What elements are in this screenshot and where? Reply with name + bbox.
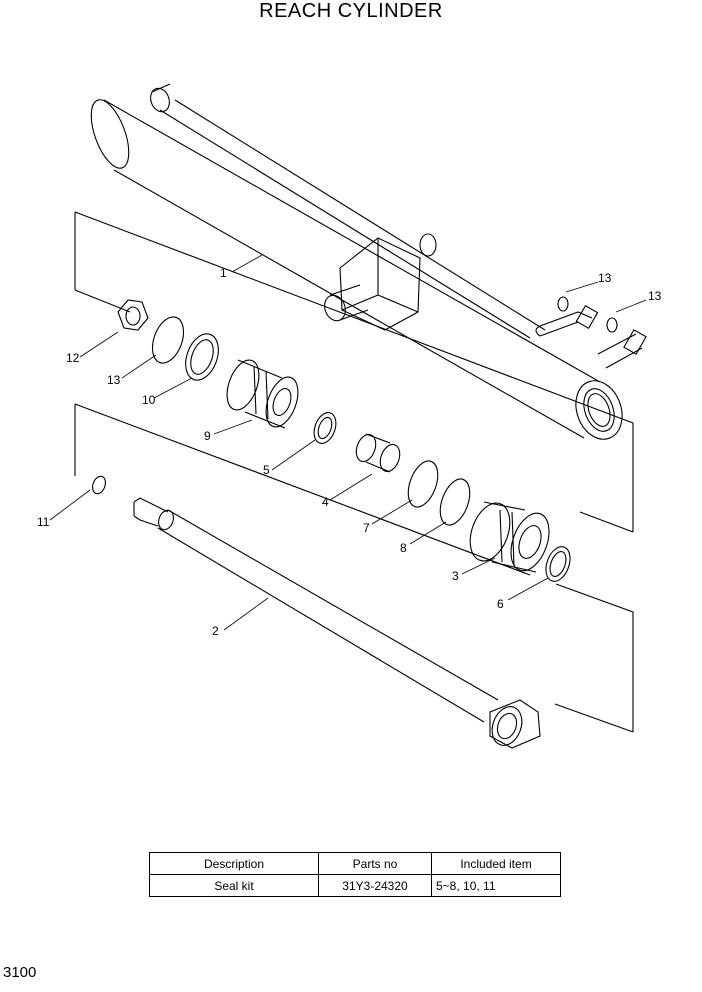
backup-ring-part-10: [185, 333, 219, 381]
bushing-part-4: [355, 433, 401, 473]
page-number: 3100: [3, 964, 37, 981]
header-parts-no: Parts no: [318, 852, 432, 875]
cell-included-item: 5~8, 10, 11: [431, 874, 561, 897]
callout-11: 11: [37, 515, 50, 529]
callout-6: 6: [497, 597, 504, 611]
lower-panel-outline: [74, 403, 634, 733]
piston-rod-part-2: [133, 497, 541, 749]
cell-parts-no: 31Y3-24320: [318, 874, 432, 897]
table-row: Seal kit 31Y3-24320 5~8, 10, 11: [149, 874, 561, 897]
ring-part-6: [545, 546, 571, 582]
callout-13-right: 13: [648, 289, 662, 303]
o-ring-part-7: [407, 460, 439, 508]
callout-10: 10: [142, 393, 156, 407]
cell-description: Seal kit: [149, 874, 319, 897]
callout-3: 3: [452, 569, 459, 583]
callout-1: 1: [220, 266, 227, 280]
cylinder-tube: [90, 83, 623, 440]
ring-part-5: [313, 412, 337, 444]
leader-lines: [49, 254, 647, 631]
callout-13-left: 13: [107, 373, 121, 387]
callout-9: 9: [204, 429, 211, 443]
gland-part-3: [469, 501, 550, 573]
o-ring-part-8: [439, 478, 471, 526]
hydraulic-tube: [535, 296, 647, 369]
callout-13-upper: 13: [598, 271, 612, 285]
upper-panel-outline: [74, 211, 634, 533]
callout-12: 12: [66, 351, 80, 365]
page-title: REACH CYLINDER: [259, 0, 443, 22]
parts-table: Description Parts no Included item Seal …: [149, 852, 561, 897]
o-ring-13-upper: [557, 296, 569, 312]
header-included-item: Included item: [431, 852, 561, 875]
piston-part-9: [226, 359, 299, 429]
table-header-row: Description Parts no Included item: [149, 852, 561, 875]
o-ring-part-11: [92, 475, 106, 495]
callout-2: 2: [212, 624, 219, 638]
o-ring-13-lower: [606, 317, 618, 333]
o-ring-part-13: [151, 316, 185, 364]
callout-8: 8: [400, 541, 407, 555]
header-description: Description: [149, 852, 319, 875]
callout-5: 5: [263, 463, 270, 477]
callout-7: 7: [363, 521, 370, 535]
callout-4: 4: [322, 495, 329, 509]
nut-part-12: [117, 299, 149, 331]
